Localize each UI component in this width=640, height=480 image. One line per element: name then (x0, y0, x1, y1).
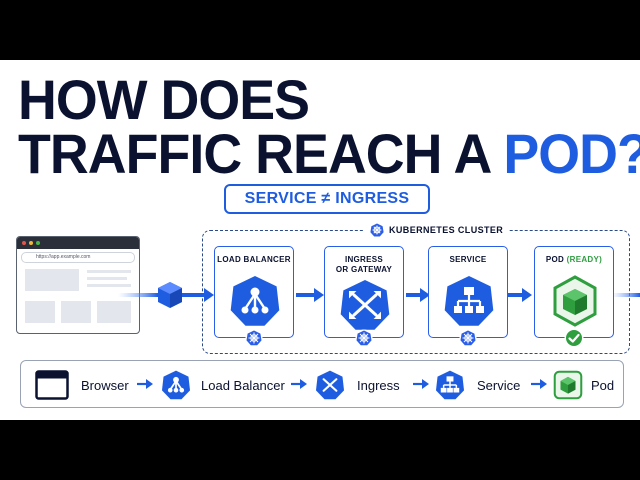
pod-card[interactable]: POD (READY) (534, 246, 614, 348)
flow-arrow-shaft (508, 293, 524, 297)
arrow-right-icon (413, 379, 429, 389)
headline-line-2-text: TRAFFIC REACH A (18, 122, 504, 185)
flow-legend-bar: Browser Load Balancer Ingress Service (20, 360, 624, 408)
minimize-dot-icon (29, 241, 33, 245)
network-hub-icon (161, 370, 191, 400)
legend-ingress-label: Ingress (357, 378, 400, 393)
kubernetes-helm-icon (370, 223, 384, 237)
legend-load-balancer-label: Load Balancer (201, 378, 285, 393)
check-circle-icon (564, 328, 584, 348)
headline-line-1: HOW DOES (18, 68, 310, 131)
text-placeholder (87, 270, 131, 273)
flow-arrow-head (314, 288, 324, 302)
legend-pod-label: Pod (591, 378, 615, 393)
flow-arrow-shaft (296, 293, 314, 297)
kubernetes-badge-icon (459, 329, 477, 347)
flow-trail (118, 293, 158, 297)
ingress-gateway-card[interactable]: INGRESS OR GATEWAY (324, 246, 404, 347)
routing-cross-icon (315, 370, 345, 400)
cluster-label-text: KUBERNETES CLUSTER (389, 225, 504, 235)
browser-window-icon (35, 370, 69, 400)
flow-arrow-shaft (406, 293, 422, 297)
content-placeholder (61, 301, 91, 323)
service-card[interactable]: SERVICE (428, 246, 508, 347)
hierarchy-tree-icon (444, 276, 494, 326)
load-balancer-title: LOAD BALANCER (217, 255, 291, 264)
load-balancer-card[interactable]: LOAD BALANCER (214, 246, 294, 347)
flow-arrow-shaft (182, 293, 204, 297)
network-hub-icon (230, 276, 280, 326)
kubernetes-badge-icon (245, 329, 263, 347)
headline-accent-word: POD? (503, 122, 640, 185)
ingress-gateway-title: INGRESS OR GATEWAY (325, 255, 403, 275)
close-dot-icon (22, 241, 26, 245)
pod-title: POD (READY) (535, 255, 613, 265)
ingress-title-line-1: INGRESS (344, 255, 384, 264)
content-placeholder (25, 269, 79, 291)
diagram-canvas: HOW DOES TRAFFIC REACH A POD? SERVICE ≠ … (0, 60, 640, 420)
pod-ready-status: (READY) (566, 255, 603, 264)
package-cube-icon (553, 370, 583, 400)
browser-address-bar[interactable]: https://app.example.com (21, 252, 135, 263)
arrow-right-icon (531, 379, 547, 389)
legend-browser-label: Browser (81, 378, 129, 393)
arrow-right-icon (291, 379, 307, 389)
packet-cube-icon (158, 282, 182, 308)
arrow-right-icon (137, 379, 153, 389)
hierarchy-tree-icon (435, 370, 465, 400)
maximize-dot-icon (36, 241, 40, 245)
text-placeholder (87, 284, 131, 287)
content-placeholder (25, 301, 55, 323)
routing-cross-icon (340, 280, 390, 330)
cluster-label: KUBERNETES CLUSTER (364, 220, 510, 240)
flow-arrow-head (204, 288, 214, 302)
traffic-flow-arrows (118, 282, 640, 308)
flow-trail-out (612, 293, 640, 297)
ingress-title-line-2: OR GATEWAY (335, 265, 393, 274)
package-cube-icon (553, 275, 597, 327)
legend-service-label: Service (477, 378, 521, 393)
pod-title-text: POD (545, 255, 567, 264)
headline-line-2: TRAFFIC REACH A POD? (18, 126, 640, 182)
content-placeholder (97, 301, 131, 323)
flow-arrow-head (522, 288, 532, 302)
subtitle-pill: SERVICE ≠ INGRESS (224, 184, 430, 214)
text-placeholder (87, 277, 127, 280)
browser-window: https://app.example.com (16, 236, 140, 334)
kubernetes-badge-icon (355, 329, 373, 347)
browser-title-bar (17, 237, 139, 249)
service-title: SERVICE (449, 255, 487, 264)
flow-arrow-head (420, 288, 430, 302)
